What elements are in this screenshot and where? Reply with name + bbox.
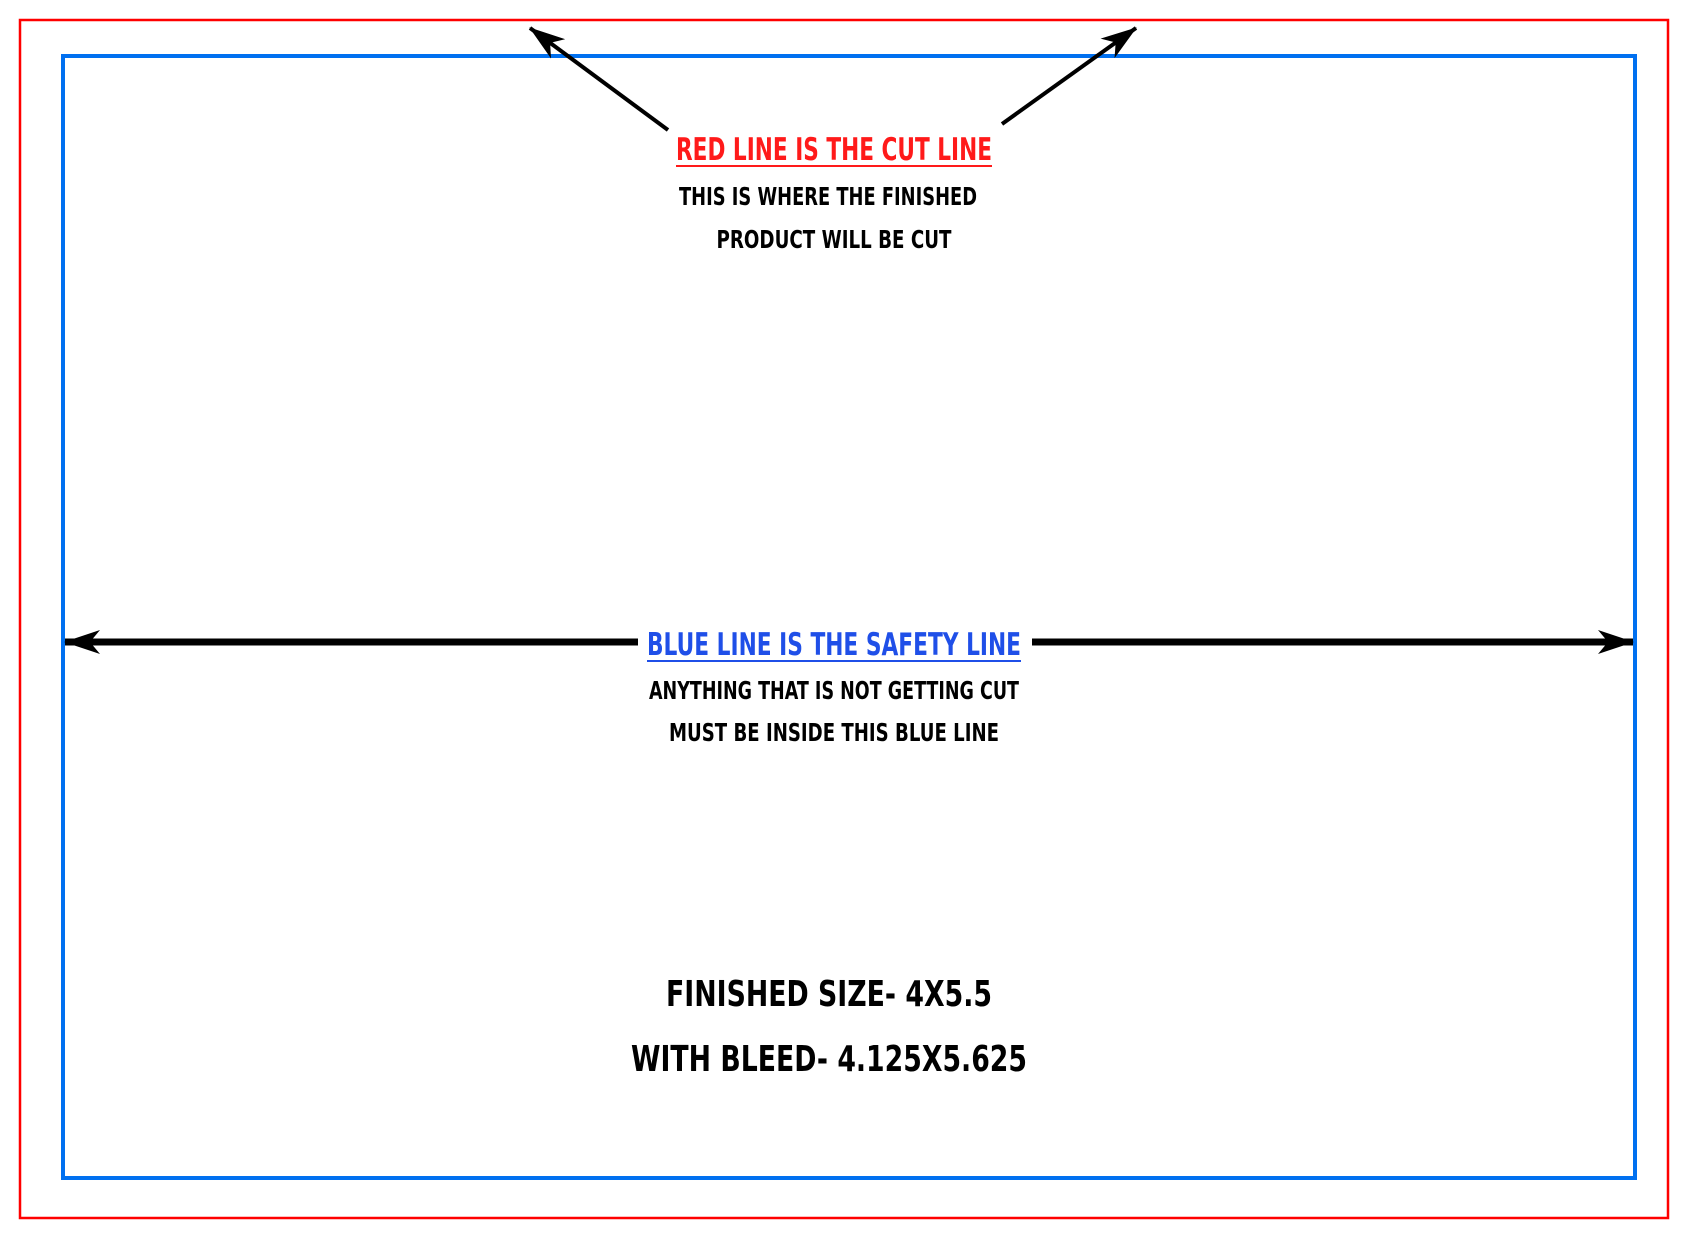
cut-note: RED LINE IS THE CUT LINE THIS IS WHERE T… xyxy=(676,132,992,254)
safety-note: BLUE LINE IS THE SAFETY LINE ANYTHING TH… xyxy=(647,627,1021,747)
cut-note-line-2: PRODUCT WILL BE CUT xyxy=(717,225,952,254)
cut-line-border xyxy=(18,18,1670,1220)
safety-line-border xyxy=(61,54,1637,1180)
cut-arrow-left xyxy=(528,26,670,132)
finished-size-text: FINISHED SIZE- 4X5.5 xyxy=(666,974,992,1015)
cut-note-heading: RED LINE IS THE CUT LINE xyxy=(676,132,992,168)
cut-note-line-1: THIS IS WHERE THE FINISHED xyxy=(679,182,977,211)
size-info: FINISHED SIZE- 4X5.5 WITH BLEED- 4.125X5… xyxy=(631,974,1027,1080)
bleed-size-text: WITH BLEED- 4.125X5.625 xyxy=(631,1039,1027,1080)
safety-note-line-2: MUST BE INSIDE THIS BLUE LINE xyxy=(669,718,999,747)
safety-note-line-1: ANYTHING THAT IS NOT GETTING CUT xyxy=(649,676,1019,705)
safety-note-heading: BLUE LINE IS THE SAFETY LINE xyxy=(647,627,1021,663)
cut-arrow-right xyxy=(1000,26,1138,126)
